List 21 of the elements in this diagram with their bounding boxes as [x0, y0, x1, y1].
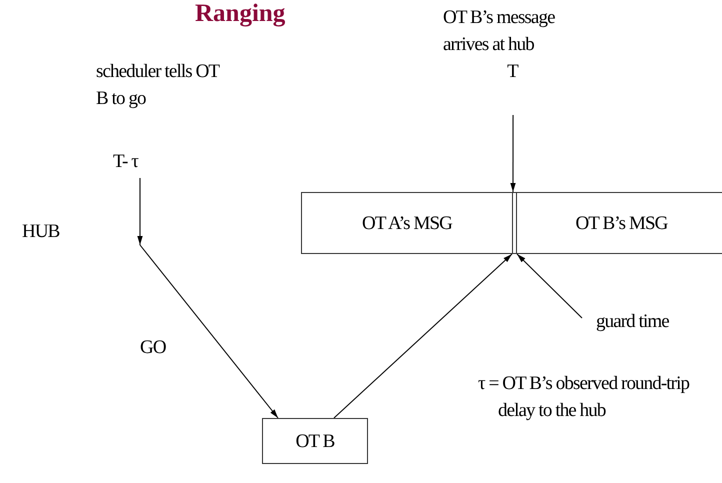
message-slot	[301, 192, 512, 254]
signal-label: GO	[140, 336, 166, 360]
annotation-text: OT B’s message arrives at hub	[442, 6, 556, 57]
title: Ranging	[195, 0, 286, 28]
guard-time-bar	[512, 192, 517, 254]
annotation-text: scheduler tells OT B to go	[95, 60, 220, 111]
time-label: T- τ	[112, 150, 140, 174]
box-label: OT A’s MSG	[362, 212, 452, 236]
annotation-text: guard time	[595, 310, 670, 334]
arrow	[137, 178, 143, 246]
arrow	[510, 114, 516, 192]
hub-label: HUB	[22, 220, 60, 244]
message-slot	[517, 192, 722, 254]
box-label: OT B	[296, 430, 334, 454]
time-label: T	[506, 60, 520, 84]
box-label: OT B’s MSG	[575, 212, 668, 236]
arrow	[140, 244, 278, 418]
leader-line	[516, 254, 582, 318]
definition-note: τ = OT B’s observed round-trip delay to the hub	[478, 372, 690, 423]
terminal-box	[262, 418, 368, 464]
arrow	[333, 254, 512, 418]
